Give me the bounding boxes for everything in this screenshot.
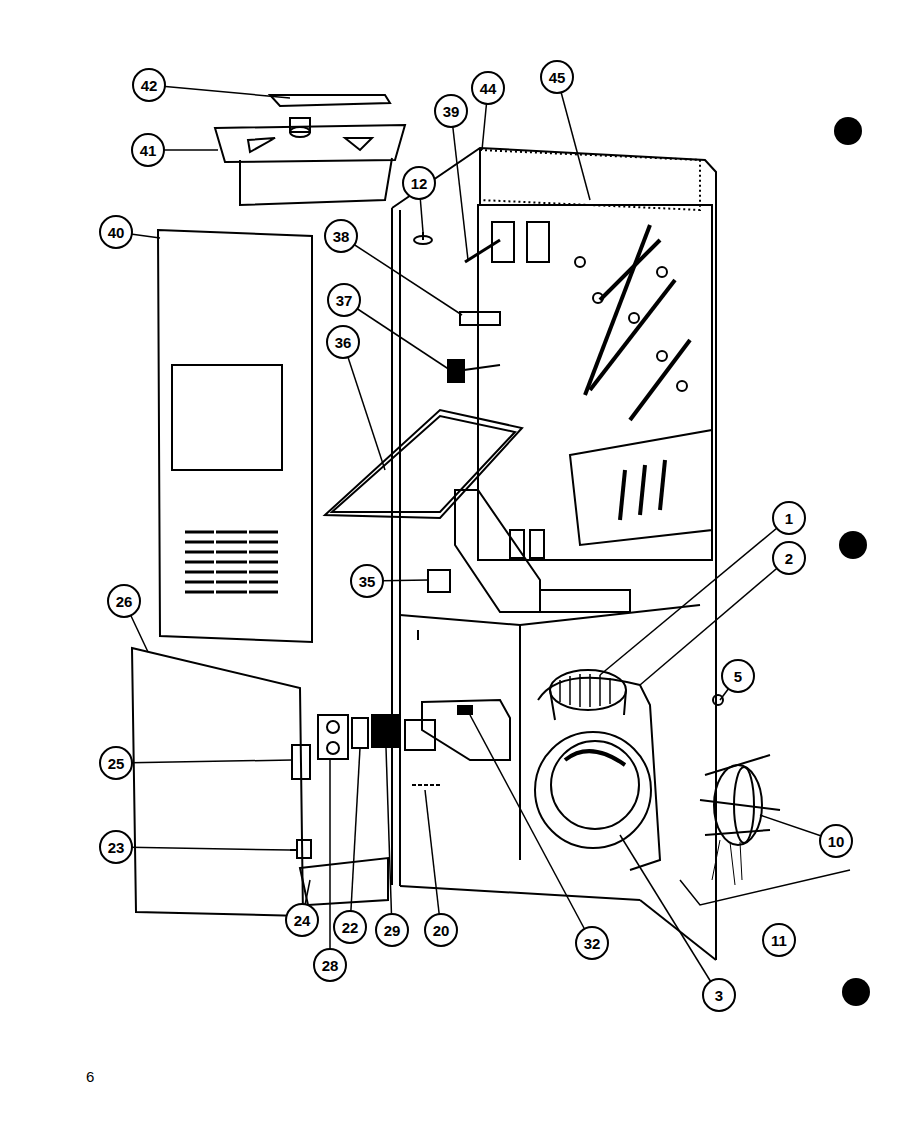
callout-number: 37 (336, 293, 353, 308)
callout-number: 20 (433, 923, 450, 938)
callout-number: 3 (715, 988, 723, 1003)
callout-number: 42 (141, 78, 158, 93)
callout-number: 36 (335, 335, 352, 350)
callout-circle: 26 (107, 584, 141, 618)
callout-number: 24 (294, 913, 311, 928)
callout-number: 40 (108, 225, 125, 240)
callout-circle: 44 (471, 71, 505, 105)
callout-circle: 41 (131, 133, 165, 167)
callout-circle: 42 (132, 68, 166, 102)
callout-circle: 22 (333, 910, 367, 944)
callout-number: 2 (785, 551, 793, 566)
callout-circle: 35 (350, 564, 384, 598)
callout-number: 22 (342, 920, 359, 935)
page-number: 6 (86, 1068, 94, 1085)
callout-number: 32 (584, 936, 601, 951)
callout-circle: 45 (540, 60, 574, 94)
callout-circle: 32 (575, 926, 609, 960)
callout-number: 35 (359, 574, 376, 589)
callout-number: 5 (734, 669, 742, 684)
callout-number: 29 (384, 923, 401, 938)
callout-circle: 1 (772, 501, 806, 535)
callout-number: 1 (785, 511, 793, 526)
callout-circle: 37 (327, 283, 361, 317)
callout-number: 39 (443, 104, 460, 119)
callout-number: 10 (828, 834, 845, 849)
callout-number: 28 (322, 958, 339, 973)
callout-number: 25 (108, 756, 125, 771)
callout-circle: 25 (99, 746, 133, 780)
callout-number: 45 (549, 70, 566, 85)
callout-number: 11 (771, 933, 787, 948)
callout-circle: 24 (285, 903, 319, 937)
callout-circle: 39 (434, 94, 468, 128)
callout-circle: 5 (721, 659, 755, 693)
callout-circle: 28 (313, 948, 347, 982)
callout-number: 23 (108, 840, 125, 855)
callout-circle: 29 (375, 913, 409, 947)
callout-circle: 36 (326, 325, 360, 359)
callout-circle: 20 (424, 913, 458, 947)
callout-number: 26 (116, 594, 133, 609)
callout-number: 12 (411, 176, 428, 191)
callout-circle: 12 (402, 166, 436, 200)
callout-number: 38 (333, 229, 350, 244)
callout-circle: 40 (99, 215, 133, 249)
callout-circle: 38 (324, 219, 358, 253)
callout-circle: 10 (819, 824, 853, 858)
callout-circle: 23 (99, 830, 133, 864)
callout-circle: 3 (702, 978, 736, 1012)
callout-circle: 11 (762, 923, 796, 957)
callout-number: 44 (480, 81, 497, 96)
callout-circle: 2 (772, 541, 806, 575)
callout-number: 41 (140, 143, 157, 158)
